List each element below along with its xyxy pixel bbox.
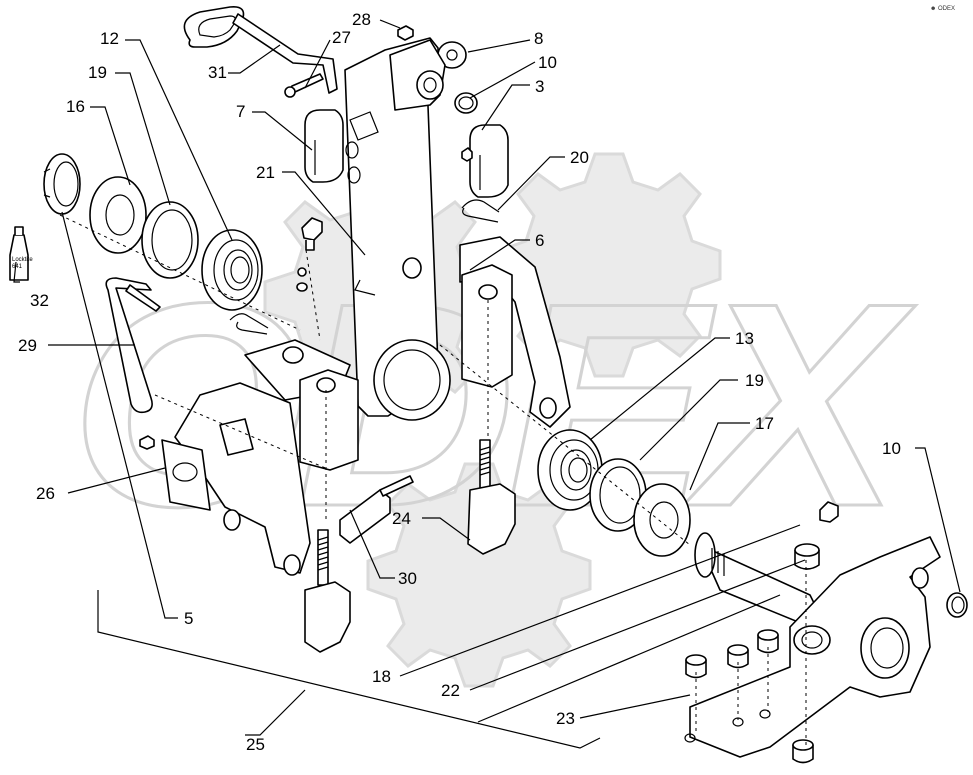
part-clamp-block-left [299, 369, 359, 471]
callout-10-lower: 10 [882, 439, 901, 458]
part-17-washer-lower [633, 483, 691, 557]
part-20-clip [461, 199, 500, 223]
callout-30: 30 [398, 569, 417, 588]
callout-21: 21 [256, 163, 275, 182]
callout-17: 17 [755, 414, 774, 433]
callout-13: 13 [735, 329, 754, 348]
corner-mark: ☻ ODEX [930, 6, 955, 12]
loctite-label-line: 641 [12, 264, 23, 270]
callout-23: 23 [556, 709, 575, 728]
callout-32: 32 [30, 291, 49, 310]
part-6-bracket [459, 236, 571, 428]
assembly-center-lines [59, 214, 807, 745]
callout-18: 18 [372, 667, 391, 686]
callout-10-upper: 10 [538, 53, 557, 72]
part-10-ring-lower [946, 592, 968, 618]
callout-3: 3 [535, 77, 544, 96]
callout-labels: 28 27 8 12 10 3 19 31 16 7 20 21 6 32 29… [18, 10, 901, 754]
callout-25: 25 [246, 735, 265, 754]
callout-6: 6 [535, 231, 544, 250]
callout-19-lower: 19 [745, 371, 764, 390]
part-grease-nipple-lower [819, 501, 839, 523]
part-grease-nipple-upper [301, 217, 323, 251]
part-24-pin [467, 439, 516, 555]
callout-29: 29 [18, 336, 37, 355]
callout-24: 24 [392, 509, 411, 528]
part-7-block [304, 109, 344, 183]
part-27-bolt [284, 73, 324, 98]
part-12-bearing-upper [201, 229, 263, 311]
watermark-gear-bottom [366, 462, 592, 688]
part-10-ring-upper [454, 92, 478, 114]
part-bracket-lower-left [174, 339, 351, 576]
callout-8: 8 [534, 29, 543, 48]
callout-27: 27 [332, 28, 351, 47]
part-3-block [461, 124, 509, 198]
leader-lines [13, 19, 961, 749]
part-16-nut [43, 153, 81, 215]
callout-28: 28 [352, 10, 371, 29]
part-small-bolt [297, 267, 307, 277]
callout-7: 7 [236, 102, 245, 121]
part-21-arm [344, 37, 451, 421]
part-30-block [339, 475, 414, 544]
part-23-arm [684, 536, 941, 758]
callout-12: 12 [100, 29, 119, 48]
part-bushings [685, 543, 820, 764]
part-26-plate [139, 435, 211, 511]
callout-22: 22 [441, 681, 460, 700]
loctite-label-line: Locktite [12, 257, 33, 263]
callout-16: 16 [66, 97, 85, 116]
callout-5: 5 [184, 609, 193, 628]
part-spring-clip [229, 313, 269, 335]
part-28-nut [397, 25, 414, 41]
callout-20: 20 [570, 148, 589, 167]
part-threaded-pin-left [304, 529, 351, 653]
callout-19-upper: 19 [88, 63, 107, 82]
part-small-washer [296, 282, 308, 292]
callout-26: 26 [36, 484, 55, 503]
callout-31: 31 [208, 63, 227, 82]
part-16-washer-upper [89, 176, 147, 254]
part-19-ring-upper [141, 201, 199, 279]
part-31-handle [183, 5, 338, 94]
